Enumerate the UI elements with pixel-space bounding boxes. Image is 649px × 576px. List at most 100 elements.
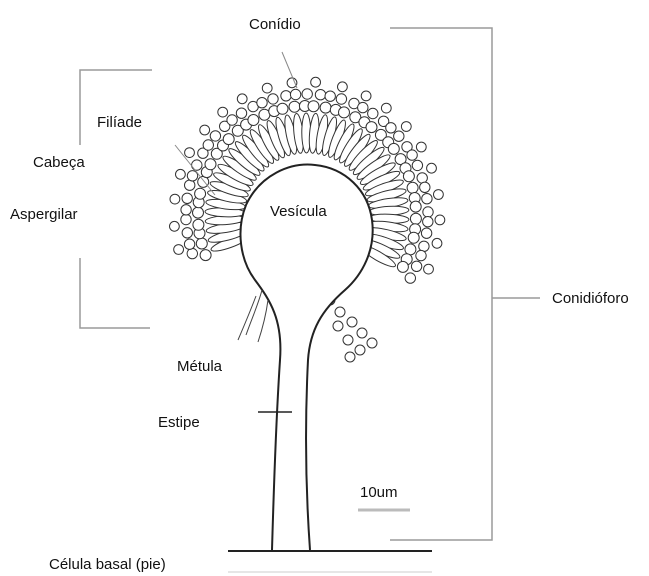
conidium bbox=[423, 207, 433, 217]
conidium bbox=[193, 219, 204, 230]
conidium bbox=[268, 94, 278, 104]
conidium bbox=[185, 180, 195, 190]
conidium bbox=[192, 160, 202, 170]
aspergilar-label: Aspergilar bbox=[10, 206, 78, 224]
conidium bbox=[176, 169, 186, 179]
conidium bbox=[339, 107, 350, 118]
conidium bbox=[182, 193, 192, 203]
conidium bbox=[320, 102, 331, 113]
conidium bbox=[181, 214, 191, 224]
conidium bbox=[193, 207, 204, 218]
vesicula-label: Vesícula bbox=[270, 203, 327, 221]
conidium bbox=[257, 98, 267, 108]
conidium bbox=[347, 317, 357, 327]
conidium bbox=[412, 160, 422, 170]
conidium bbox=[287, 78, 297, 88]
estipe-label: Estipe bbox=[158, 414, 200, 432]
conidium bbox=[345, 352, 355, 362]
conidium bbox=[336, 94, 346, 104]
conidium bbox=[289, 101, 300, 112]
conidium bbox=[315, 90, 325, 100]
conidium bbox=[416, 142, 426, 152]
conidium bbox=[435, 215, 445, 225]
conidium bbox=[174, 245, 184, 255]
cabeca-label: Cabeça bbox=[33, 154, 85, 172]
conidium bbox=[416, 250, 426, 260]
conidium bbox=[210, 131, 220, 141]
conidium bbox=[170, 221, 180, 231]
conidium bbox=[218, 107, 228, 117]
conidium bbox=[394, 131, 404, 141]
conidium bbox=[185, 148, 195, 158]
conidium bbox=[262, 83, 272, 93]
conidium bbox=[277, 103, 288, 114]
conidium bbox=[381, 103, 391, 113]
conidium bbox=[366, 122, 377, 133]
conidium bbox=[434, 190, 444, 200]
conidium bbox=[405, 273, 415, 283]
conidium bbox=[338, 82, 348, 92]
conidium bbox=[367, 338, 377, 348]
conidium bbox=[427, 163, 437, 173]
conidioforo-label: Conidióforo bbox=[552, 290, 629, 308]
conidio-label: Conídio bbox=[249, 16, 301, 34]
conidium bbox=[432, 238, 442, 248]
conidium bbox=[184, 239, 194, 249]
conidium bbox=[422, 194, 432, 204]
conidium bbox=[181, 205, 191, 215]
conidium bbox=[401, 122, 411, 132]
conidium bbox=[335, 307, 345, 317]
conidium bbox=[333, 321, 343, 331]
conidium bbox=[325, 91, 335, 101]
conidium bbox=[410, 201, 421, 212]
conidium bbox=[361, 91, 371, 101]
metula-label: Métula bbox=[177, 358, 222, 376]
conidium bbox=[410, 213, 421, 224]
conidium bbox=[403, 171, 414, 182]
conidium bbox=[203, 140, 213, 150]
conidium bbox=[223, 134, 234, 145]
conidium bbox=[419, 241, 429, 251]
conidium bbox=[424, 264, 434, 274]
conidium bbox=[357, 328, 367, 338]
filiade-label: Filíade bbox=[97, 114, 142, 132]
conidium bbox=[205, 159, 216, 170]
conidioforo-bracket bbox=[390, 28, 540, 540]
conidium bbox=[407, 150, 417, 160]
conidium bbox=[343, 335, 353, 345]
conidium bbox=[411, 261, 421, 271]
conidium bbox=[200, 125, 210, 135]
conidium bbox=[420, 182, 430, 192]
conidium bbox=[407, 182, 418, 193]
conidium bbox=[227, 115, 237, 125]
conidium bbox=[302, 89, 312, 99]
conidium bbox=[281, 91, 291, 101]
conidium bbox=[182, 228, 192, 238]
conidium bbox=[368, 108, 378, 118]
conidium bbox=[386, 123, 396, 133]
metula-strokes bbox=[238, 290, 268, 342]
conidium bbox=[236, 108, 246, 118]
conidium bbox=[311, 77, 321, 87]
conidium bbox=[170, 194, 180, 204]
cabeca-bracket bbox=[80, 70, 152, 328]
conidium bbox=[308, 101, 319, 112]
conidium bbox=[417, 173, 427, 183]
conidium bbox=[388, 143, 399, 154]
conidium bbox=[195, 188, 206, 199]
conidium bbox=[248, 115, 259, 126]
conidium bbox=[397, 261, 408, 272]
conidium bbox=[355, 345, 365, 355]
conidium bbox=[196, 238, 207, 249]
conidium bbox=[237, 94, 247, 104]
celula-basal-label: Célula basal (pie) bbox=[49, 556, 166, 574]
scale-label: 10um bbox=[360, 484, 398, 502]
conidium bbox=[421, 228, 431, 238]
conidium bbox=[200, 250, 211, 261]
conidium bbox=[408, 232, 419, 243]
conidium bbox=[187, 248, 197, 258]
conidium bbox=[423, 217, 433, 227]
conidium bbox=[290, 89, 300, 99]
